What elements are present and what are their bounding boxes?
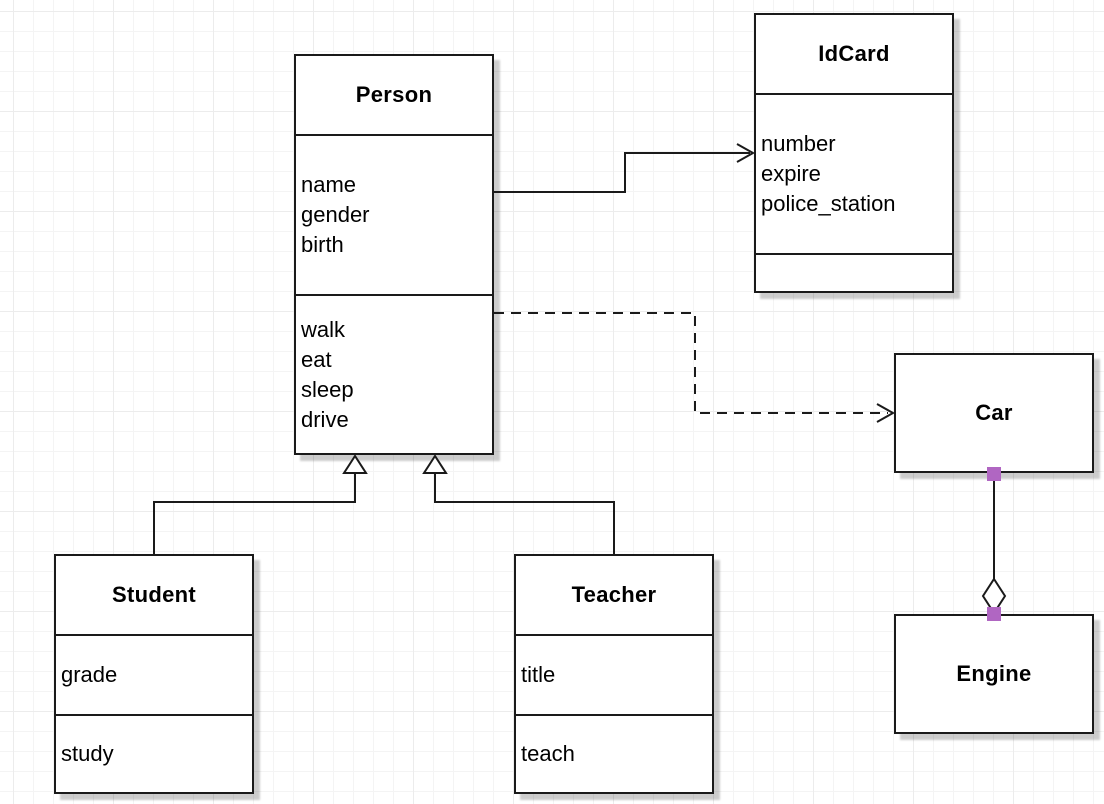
class-student-title: Student bbox=[112, 582, 196, 607]
attribute: title bbox=[521, 662, 556, 687]
class-person[interactable]: Person name gender birth walk eat sleep … bbox=[294, 54, 494, 455]
class-person-methods: walk eat sleep drive bbox=[296, 294, 492, 453]
edge-dependency-person-car[interactable] bbox=[494, 312, 896, 423]
method: drive bbox=[301, 406, 349, 432]
attribute: birth bbox=[301, 232, 344, 257]
class-teacher-methods: teach bbox=[516, 714, 712, 792]
attribute: expire bbox=[761, 161, 821, 186]
class-person-title: Person bbox=[355, 82, 433, 107]
method: sleep bbox=[301, 376, 354, 402]
class-idcard-methods-empty bbox=[756, 253, 952, 291]
class-engine[interactable]: Engine bbox=[894, 614, 1094, 734]
class-teacher-attributes: title bbox=[516, 634, 712, 714]
attribute: police_station bbox=[761, 191, 896, 216]
class-teacher[interactable]: Teacher title teach bbox=[514, 554, 714, 794]
attribute: gender bbox=[301, 202, 370, 227]
class-student-attributes: grade bbox=[56, 634, 252, 714]
edge-association-person-idcard[interactable] bbox=[494, 143, 756, 193]
class-student-methods: study bbox=[56, 714, 252, 792]
class-teacher-title: Teacher bbox=[571, 582, 657, 607]
edge-aggregation-car-engine[interactable] bbox=[981, 467, 1007, 621]
aggregation-diamond bbox=[981, 577, 1007, 615]
class-idcard-title: IdCard bbox=[818, 41, 890, 66]
class-car-title: Car bbox=[975, 400, 1013, 425]
class-engine-title: Engine bbox=[956, 661, 1032, 686]
class-idcard[interactable]: IdCard number expire police_station bbox=[754, 13, 954, 293]
hollow-triangle-arrowhead bbox=[342, 454, 368, 474]
class-car[interactable]: Car bbox=[894, 353, 1094, 473]
edge-generalization-student-person[interactable] bbox=[153, 454, 368, 554]
class-student[interactable]: Student grade study bbox=[54, 554, 254, 794]
edge-generalization-teacher-person[interactable] bbox=[422, 454, 615, 554]
attribute: name bbox=[301, 172, 357, 197]
class-person-attributes: name gender birth bbox=[296, 134, 492, 294]
attribute: grade bbox=[61, 662, 118, 687]
class-idcard-attributes: number expire police_station bbox=[756, 93, 952, 253]
method: study bbox=[61, 741, 114, 766]
method: teach bbox=[521, 741, 575, 766]
method: eat bbox=[301, 346, 332, 372]
attribute: number bbox=[761, 131, 836, 156]
method: walk bbox=[301, 316, 346, 342]
hollow-triangle-arrowhead bbox=[422, 454, 448, 474]
